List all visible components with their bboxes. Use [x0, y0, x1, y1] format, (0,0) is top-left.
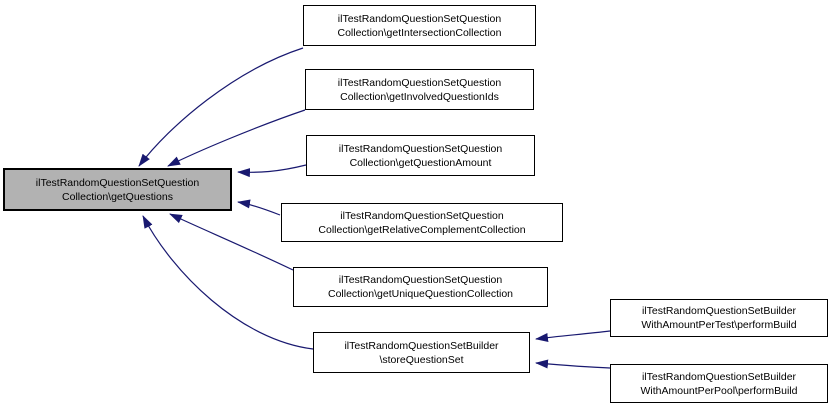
edge-store-to-main: [142, 215, 314, 350]
node-label-line: ilTestRandomQuestionSetBuilder: [344, 339, 499, 352]
node-label-line: ilTestRandomQuestionSetQuestion: [35, 176, 200, 189]
edge-pertest-to-store: [535, 330, 611, 342]
node-label-line: Collection\getInvolvedQuestionIds: [340, 90, 499, 103]
node-performbuild-amountperpool[interactable]: ilTestRandomQuestionSetBuilder WithAmoun…: [610, 364, 828, 403]
node-label-line: Collection\getQuestionAmount: [349, 156, 492, 169]
node-getquestionamount[interactable]: ilTestRandomQuestionSetQuestion Collecti…: [306, 135, 535, 176]
node-label-line: ilTestRandomQuestionSetQuestion: [337, 76, 502, 89]
node-storequestionset[interactable]: ilTestRandomQuestionSetBuilder \storeQue…: [313, 332, 530, 373]
node-label-line: Collection\getUniqueQuestionCollection: [327, 288, 514, 300]
node-label-line: ilTestRandomQuestionSetQuestion: [340, 209, 504, 222]
node-label-line: Collection\getIntersectionCollection: [337, 26, 502, 39]
node-performbuild-amountpertest[interactable]: ilTestRandomQuestionSetBuilder WithAmoun…: [610, 299, 828, 337]
node-getinvolvedquestionids[interactable]: ilTestRandomQuestionSetQuestion Collecti…: [305, 69, 534, 110]
node-label-line: WithAmountPerTest\performBuild: [641, 319, 797, 331]
node-label-line: ilTestRandomQuestionSetBuilder: [641, 305, 797, 317]
node-getintersectioncollection[interactable]: ilTestRandomQuestionSetQuestion Collecti…: [303, 5, 536, 46]
node-label-line: \storeQuestionSet: [379, 353, 464, 366]
node-label-line: WithAmountPerPool\performBuild: [640, 384, 798, 397]
edge-involved-to-main: [167, 109, 306, 167]
node-label-line: Collection\getRelativeComplementCollecti…: [318, 223, 526, 236]
node-label-line: ilTestRandomQuestionSetQuestion: [338, 142, 503, 155]
node-getquestions: ilTestRandomQuestionSetQuestion Collecti…: [3, 168, 232, 211]
node-getrelativecomplementcollection[interactable]: ilTestRandomQuestionSetQuestion Collecti…: [281, 203, 563, 242]
edge-unique-to-main: [169, 213, 294, 271]
edge-amount-to-main: [237, 164, 307, 178]
node-label-line: ilTestRandomQuestionSetQuestion: [337, 12, 502, 25]
edge-relative-to-main: [237, 199, 281, 216]
node-label-line: Collection\getQuestions: [62, 190, 173, 203]
node-label-line: ilTestRandomQuestionSetBuilder: [641, 370, 797, 383]
edge-perpool-to-store: [535, 359, 611, 369]
node-getuniquequestioncollection[interactable]: ilTestRandomQuestionSetQuestion Collecti…: [293, 267, 548, 307]
edge-intersection-to-main: [138, 47, 304, 167]
node-label-line: ilTestRandomQuestionSetQuestion: [338, 274, 503, 286]
